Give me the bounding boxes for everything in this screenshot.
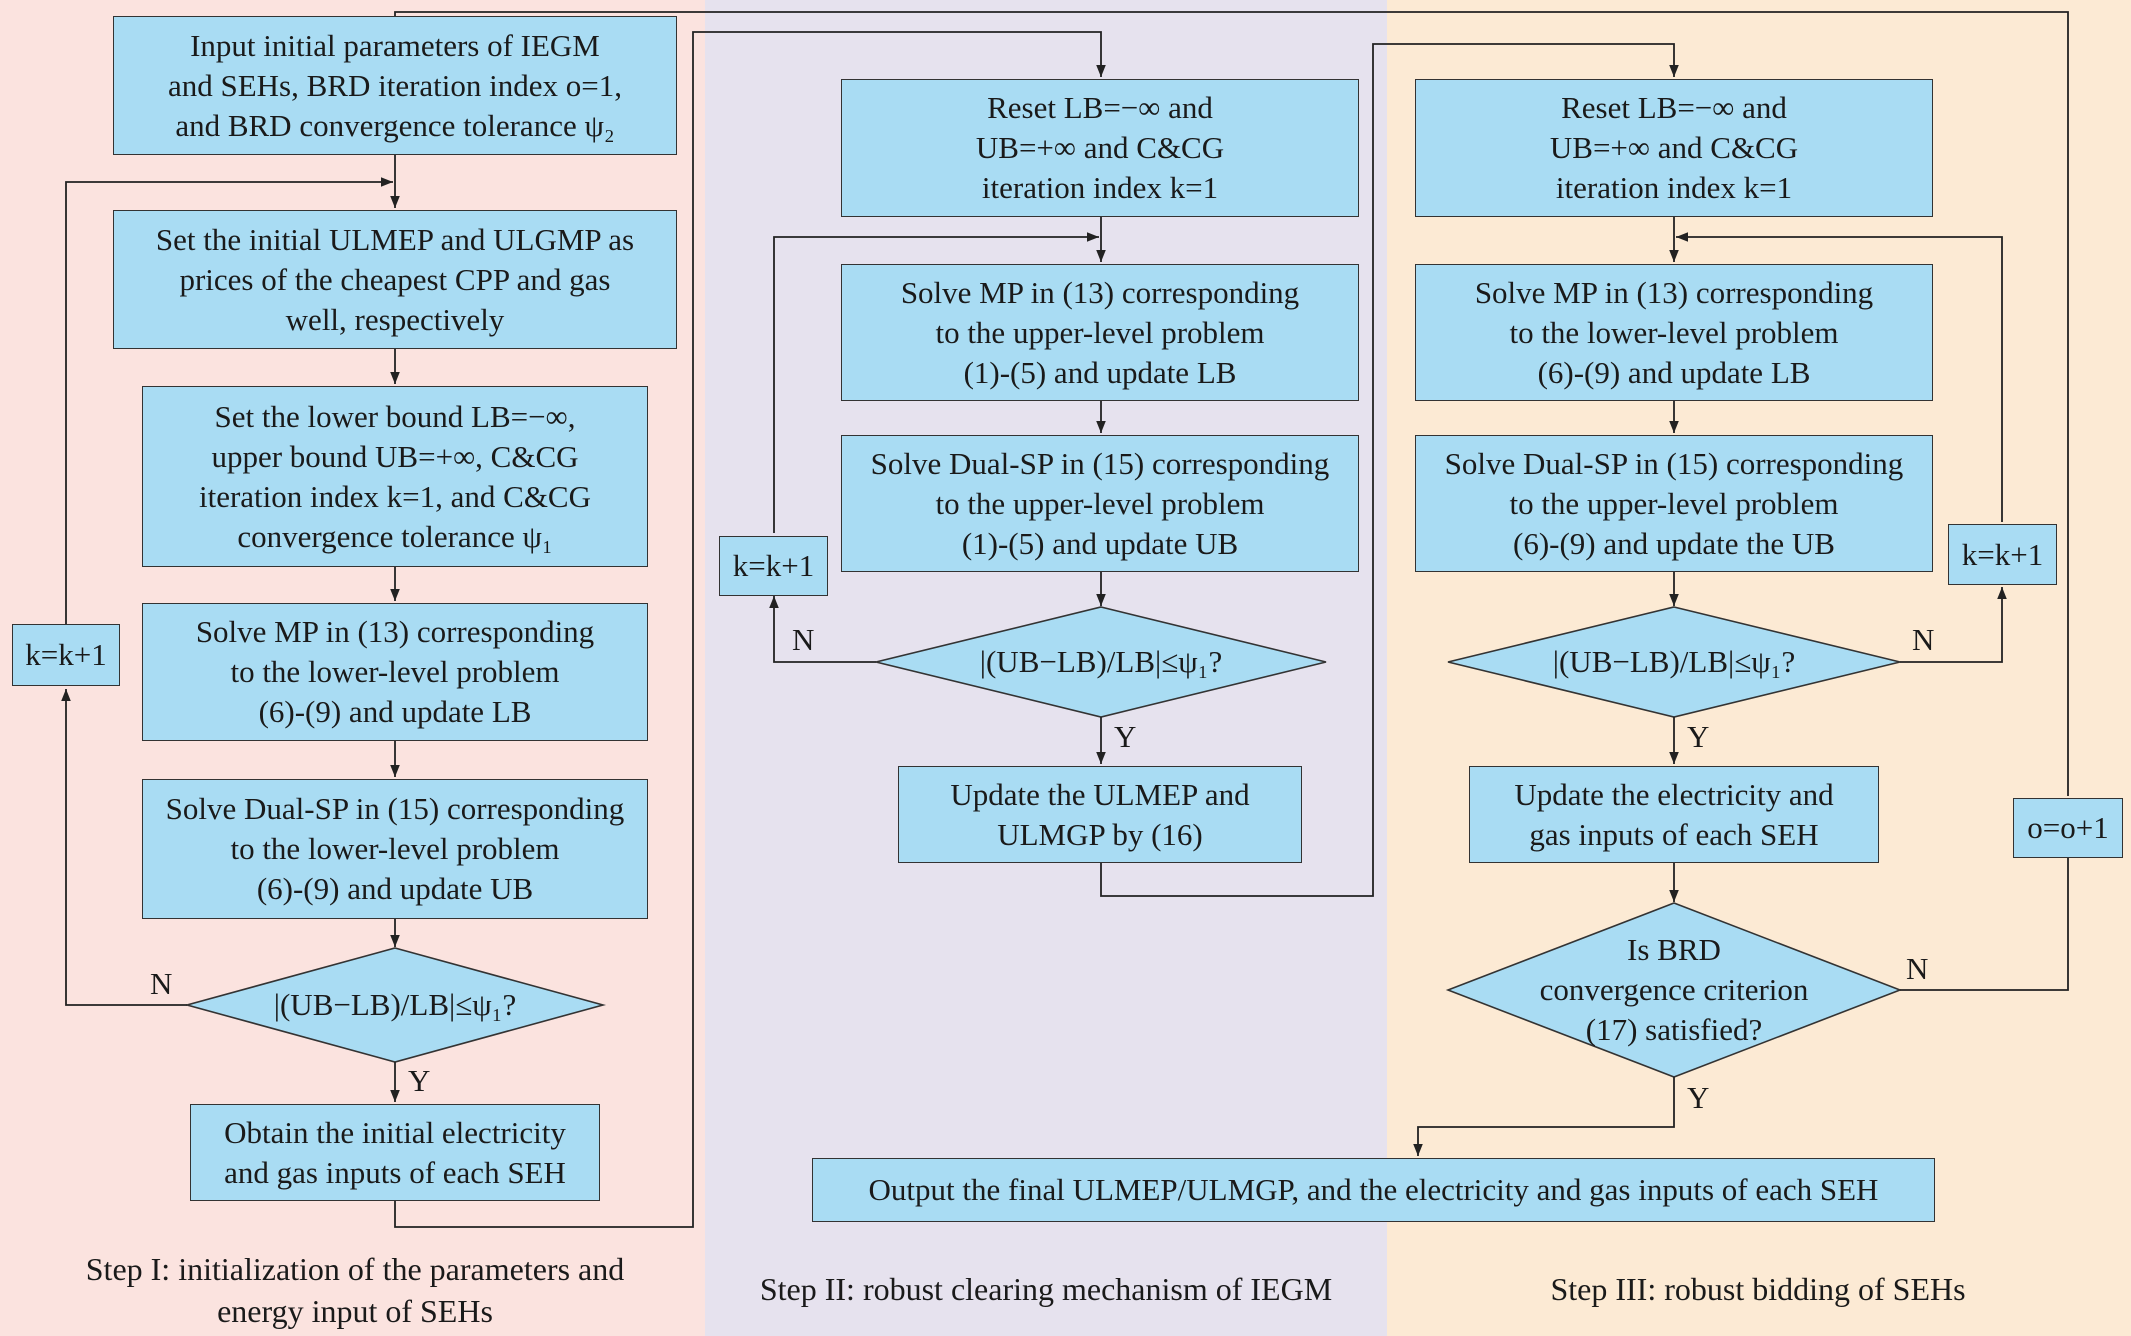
s3-sp-line-1: Solve Dual-SP in (15) corresponding [1444, 445, 1904, 481]
s2-reset-line-1: Reset LB=−∞ and [987, 90, 1213, 125]
s3-mp-line-2: to the lower-level problem [1509, 314, 1839, 350]
s1-mp-line-3: (6)-(9) and update LB [258, 694, 532, 729]
s3-sp-line-2: to the upper-level problem [1509, 485, 1839, 521]
s1-obtain-line-1: Obtain the initial electricity [224, 1114, 566, 1150]
s3-brd-line-3: (17) satisfied? [1585, 1012, 1763, 1047]
s3-mp-line-3: (6)-(9) and update LB [1537, 354, 1811, 390]
s2-sp-line-2: to the upper-level problem [935, 485, 1265, 521]
s3-brd-no-label: N [1906, 951, 1929, 986]
s2-update-line-2: ULMGP by (16) [997, 816, 1203, 852]
s3-brd-decision-text: Is BRD convergence criterion (17) satisfie… [1514, 923, 1834, 1057]
s1-init-line-3: and BRD convergence tolerance ψ₂ [175, 107, 615, 143]
s2-yes-label: Y [1114, 719, 1137, 754]
s3-reset-line-1: Reset LB=−∞ and [1561, 90, 1787, 125]
s1-bounds-line-1: Set the lower bound LB=−∞, [214, 398, 576, 434]
s1-init-line-1: Input initial parameters of IEGM [190, 27, 600, 63]
s3-no-label: N [1912, 622, 1935, 657]
s3-brd-yes-label: Y [1687, 1080, 1710, 1115]
edge-s3-increment-loop [1676, 232, 2003, 522]
edge-s1-to-s2 [394, 31, 1106, 1228]
s2-solve-sp-box: Solve Dual-SP in (15) corresponding to th… [841, 435, 1359, 572]
s3-update-line-2: gas inputs of each SEH [1529, 816, 1819, 852]
s1-solve-mp-box: Solve MP in (13) corresponding to the low… [142, 603, 648, 741]
s1-prices-line-1: Set the initial ULMEP and ULGMP as [155, 221, 635, 257]
s2-decision-text: |(UB−LB)/LB|≤ψ₁? [979, 644, 1223, 679]
s2-sp-line-1: Solve Dual-SP in (15) corresponding [870, 445, 1330, 481]
s3-update-inputs-box: Update the electricity and gas inputs of … [1469, 766, 1879, 863]
s1-sp-line-1: Solve Dual-SP in (15) corresponding [165, 791, 625, 826]
s3-solve-mp-box: Solve MP in (13) corresponding to the low… [1415, 264, 1933, 401]
s1-caption: Step I: initialization of the parameters… [40, 1248, 670, 1332]
s3-reset-line-3: iteration index k=1 [1555, 170, 1793, 205]
output-box: Output the final ULMEP/ULMGP, and the el… [812, 1158, 1935, 1222]
s1-init-line-2: and SEHs, BRD iteration index o=1, [167, 67, 623, 103]
s1-sp-line-3: (6)-(9) and update UB [256, 871, 534, 906]
edge-s2-decision-no [769, 596, 876, 663]
s2-mp-line-3: (1)-(5) and update LB [963, 354, 1237, 390]
s3-solve-sp-box: Solve Dual-SP in (15) corresponding to th… [1415, 435, 1933, 572]
s2-solve-mp-box: Solve MP in (13) corresponding to the upp… [841, 264, 1359, 401]
s2-increment-text: k=k+1 [732, 548, 815, 583]
s3-sp-line-3: (6)-(9) and update the UB [1513, 525, 1835, 561]
s1-solve-sp-box: Solve Dual-SP in (15) corresponding to th… [142, 779, 648, 919]
s1-obtain-inputs-box: Obtain the initial electricity and gas in… [190, 1104, 600, 1201]
s3-brd-line-2: convergence criterion [1539, 972, 1809, 1007]
s3-increment-text: k=k+1 [1961, 536, 2044, 572]
s3-reset-line-2: UB=+∞ and C&CG [1549, 130, 1799, 165]
s3-caption: Step III: robust bidding of SEHs [1550, 1271, 1966, 1307]
s1-set-bounds-box: Set the lower bound LB=−∞, upper bound UB… [142, 386, 648, 567]
s3-brd-line-1: Is BRD [1627, 932, 1721, 967]
edge-s2-to-s3 [1100, 43, 1679, 897]
edge-s3-brd-yes [1413, 1077, 1675, 1156]
s1-mp-line-1: Solve MP in (13) corresponding [195, 614, 595, 649]
s3-o-increment-box: o=o+1 [2013, 798, 2123, 858]
s1-caption-line-1: Step I: initialization of the parameters… [85, 1251, 625, 1287]
s1-set-prices-box: Set the initial ULMEP and ULGMP as prices… [113, 210, 677, 349]
s1-decision-text: |(UB−LB)/LB|≤ψ₁? [273, 987, 517, 1022]
s3-decision-text: |(UB−LB)/LB|≤ψ₁? [1552, 644, 1796, 679]
s2-mp-line-1: Solve MP in (13) corresponding [900, 274, 1300, 310]
s2-update-line-1: Update the ULMEP and [950, 776, 1250, 812]
edge-s3-decision-no [1900, 587, 2007, 663]
s1-yes-label: Y [408, 1063, 431, 1098]
s2-reset-line-2: UB=+∞ and C&CG [975, 130, 1225, 165]
s2-sp-line-3: (1)-(5) and update UB [961, 525, 1239, 561]
s2-caption: Step II: robust clearing mechanism of IE… [759, 1271, 1333, 1307]
s3-increment-box: k=k+1 [1948, 524, 2057, 585]
edge-s3-brd-no [1900, 822, 2073, 991]
output-text: Output the final ULMEP/ULMGP, and the el… [868, 1172, 1879, 1207]
s1-increment-text: k=k+1 [25, 637, 107, 672]
edge-s1-decision-no [61, 689, 187, 1006]
s1-sp-line-2: to the lower-level problem [230, 831, 560, 866]
s1-input-parameters-box: Input initial parameters of IEGM and SEHs… [113, 16, 677, 155]
s1-prices-line-3: well, respectively [285, 301, 505, 337]
s1-no-label: N [150, 966, 173, 1001]
s1-bounds-line-2: upper bound UB=+∞, C&CG [211, 438, 579, 474]
s1-bounds-line-3: iteration index k=1, and C&CG [198, 478, 591, 514]
s2-increment-box: k=k+1 [719, 536, 828, 596]
s3-mp-line-1: Solve MP in (13) corresponding [1474, 274, 1874, 310]
s2-reset-line-3: iteration index k=1 [981, 170, 1219, 205]
s1-obtain-line-2: and gas inputs of each SEH [224, 1154, 566, 1190]
s1-bounds-line-4: convergence tolerance ψ₁ [237, 518, 553, 554]
s1-mp-line-2: to the lower-level problem [230, 654, 560, 689]
s2-no-label: N [792, 622, 815, 657]
edge-s2-increment-loop [773, 232, 1099, 533]
s1-caption-line-2: energy input of SEHs [217, 1293, 493, 1329]
s2-mp-line-2: to the upper-level problem [935, 314, 1265, 350]
s1-increment-box: k=k+1 [12, 624, 120, 686]
edge-s1-increment-loop [65, 177, 393, 643]
s1-prices-line-2: prices of the cheapest CPP and gas [179, 261, 611, 297]
s3-update-line-1: Update the electricity and [1514, 776, 1834, 812]
s3-o-increment-text: o=o+1 [2027, 810, 2109, 845]
s3-yes-label: Y [1687, 719, 1710, 754]
